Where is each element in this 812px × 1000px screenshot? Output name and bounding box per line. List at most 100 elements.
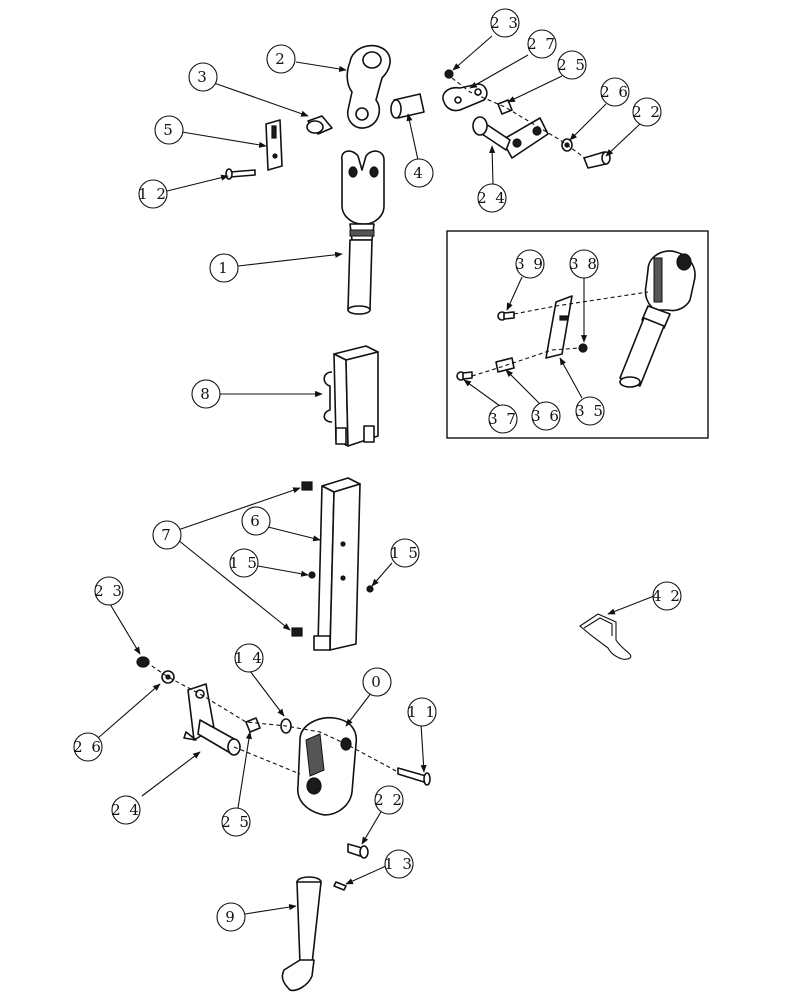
part-spacer-top xyxy=(497,99,513,115)
callout-25-bottom-label: 2 5 xyxy=(221,813,251,831)
part-rod-end xyxy=(341,150,385,315)
callout-3: 3 xyxy=(188,62,218,92)
callout-7: 7 xyxy=(152,520,182,550)
callout-26-top-label: 2 6 xyxy=(600,83,630,101)
part-pin-plate-top xyxy=(472,116,549,159)
part-lower-link xyxy=(296,716,358,816)
part-grease-fitting-top xyxy=(301,481,313,491)
leader-lines xyxy=(97,35,655,915)
part-tube xyxy=(313,477,361,651)
callout-11: 1 1 xyxy=(407,697,437,727)
callout-25-top: 2 5 xyxy=(557,50,587,80)
callout-22-top-label: 2 2 xyxy=(632,103,662,121)
callout-1-label: 1 xyxy=(218,259,230,277)
callout-0: 0 xyxy=(362,667,392,697)
part-grease-fitting-bottom xyxy=(291,627,303,637)
callout-39-label: 3 9 xyxy=(515,255,545,273)
callout-24-top: 2 4 xyxy=(477,183,507,213)
callout-14-label: 1 4 xyxy=(234,649,264,667)
part-roll-pin xyxy=(333,881,347,891)
callout-26-bottom: 2 6 xyxy=(73,732,103,762)
callout-39: 3 9 xyxy=(515,249,545,279)
callout-1: 1 xyxy=(209,253,239,283)
callout-26-bottom-label: 2 6 xyxy=(73,738,103,756)
assembly-line-bottom-1 xyxy=(145,661,399,773)
callout-12: 1 2 xyxy=(138,179,168,209)
callout-2-top-label: 2 xyxy=(275,50,287,68)
part-washer-bottom xyxy=(161,670,175,684)
callout-15-left: 1 5 xyxy=(229,548,259,578)
assembly-line-top-1 xyxy=(451,77,586,159)
inset-screw-39 xyxy=(497,311,515,321)
inset-bracket xyxy=(545,295,573,359)
part-plate xyxy=(265,119,283,171)
callout-15-right-label: 1 5 xyxy=(390,544,420,562)
part-nut-top xyxy=(444,69,454,79)
callout-35-label: 3 5 xyxy=(575,402,605,420)
inset-screw-37 xyxy=(456,371,473,381)
part-link-plate-top xyxy=(442,83,488,112)
callout-15-right: 1 5 xyxy=(390,538,420,568)
inset-clip-36 xyxy=(495,357,515,373)
callout-0-label: 0 xyxy=(371,673,383,691)
callout-27: 2 7 xyxy=(527,29,557,59)
callout-22-top: 2 2 xyxy=(632,97,662,127)
part-plug-right xyxy=(366,585,374,593)
callout-12-label: 1 2 xyxy=(138,185,168,203)
inset-assembly-line-1 xyxy=(513,291,649,315)
part-bolt-small xyxy=(225,168,256,180)
callout-2-top: 2 xyxy=(266,44,296,74)
callout-13-label: 1 3 xyxy=(384,855,414,873)
callout-26-top: 2 6 xyxy=(600,77,630,107)
part-hitch-clip xyxy=(579,613,632,660)
inset-nut-38 xyxy=(578,343,588,353)
part-bushing xyxy=(306,115,333,135)
callout-24-bottom-label: 2 4 xyxy=(111,801,141,819)
callout-42: 4 2 xyxy=(652,581,682,611)
detail-inset-frame xyxy=(446,230,709,439)
part-pivot-pin xyxy=(281,876,322,992)
part-upper-link xyxy=(346,44,391,129)
callout-27-label: 2 7 xyxy=(527,35,557,53)
callout-38-label: 3 8 xyxy=(569,255,599,273)
callout-37: 3 7 xyxy=(488,404,518,434)
part-sleeve xyxy=(323,345,379,447)
callout-23-top: 2 3 xyxy=(490,8,520,38)
part-pin-plate-bottom xyxy=(183,683,241,756)
inset-rod-end xyxy=(619,250,696,388)
callout-23-bottom-label: 2 3 xyxy=(94,582,124,600)
callout-22-bottom: 2 2 xyxy=(374,785,404,815)
callout-38: 3 8 xyxy=(569,249,599,279)
callout-8: 8 xyxy=(191,379,221,409)
part-bolt-bottom xyxy=(347,843,369,859)
part-long-pin xyxy=(397,767,431,786)
part-plug-left xyxy=(308,571,316,579)
callout-42-label: 4 2 xyxy=(652,587,682,605)
part-bolt-top xyxy=(583,151,611,169)
inset-assembly-line-2 xyxy=(471,347,581,377)
callout-8-label: 8 xyxy=(200,385,212,403)
callout-6: 6 xyxy=(241,506,271,536)
callout-14: 1 4 xyxy=(234,643,264,673)
callout-5: 5 xyxy=(154,115,184,145)
part-pin-small xyxy=(390,93,425,119)
part-spacer-bottom xyxy=(245,717,261,733)
callout-3-label: 3 xyxy=(197,68,209,86)
callout-37-label: 3 7 xyxy=(488,410,518,428)
callout-36-label: 3 6 xyxy=(531,407,561,425)
callout-25-top-label: 2 5 xyxy=(557,56,587,74)
callout-35: 3 5 xyxy=(575,396,605,426)
callout-7-label: 7 xyxy=(161,526,173,544)
callout-13: 1 3 xyxy=(384,849,414,879)
callout-11-label: 1 1 xyxy=(407,703,437,721)
callout-23-top-label: 2 3 xyxy=(490,14,520,32)
callout-4-label: 4 xyxy=(413,164,425,182)
part-nut-bottom xyxy=(136,656,150,668)
callout-15-left-label: 1 5 xyxy=(229,554,259,572)
callout-24-top-label: 2 4 xyxy=(477,189,507,207)
assembly-line-bottom-2 xyxy=(233,746,301,775)
callout-9-label: 9 xyxy=(225,908,237,926)
callout-36: 3 6 xyxy=(531,401,561,431)
callout-24-bottom: 2 4 xyxy=(111,795,141,825)
